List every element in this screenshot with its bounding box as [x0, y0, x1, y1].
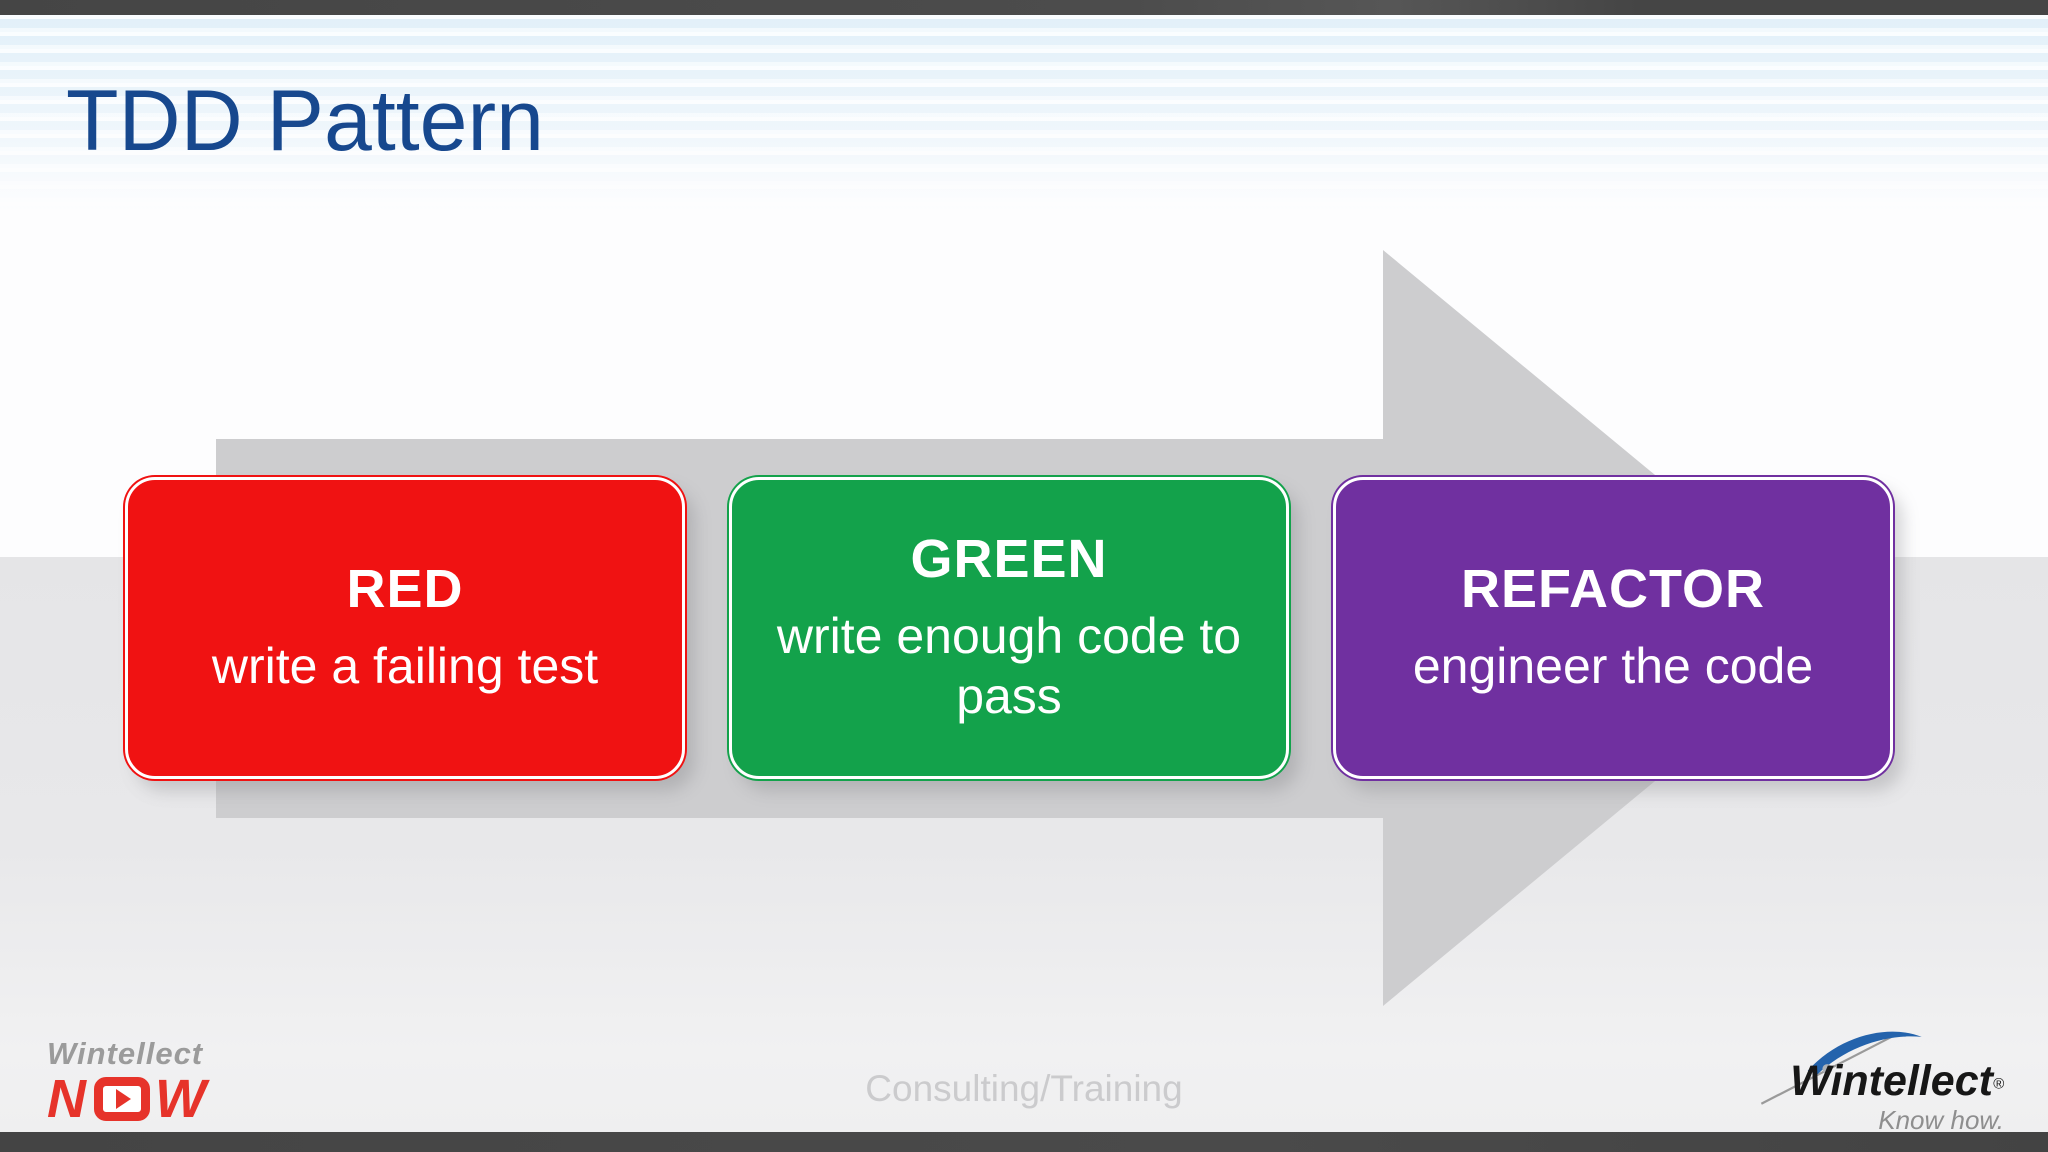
wintellect-logo: Wintellect® Know how.: [1754, 1024, 2004, 1133]
footer-center-label: Consulting/Training: [865, 1068, 1183, 1109]
play-icon: [94, 1077, 150, 1121]
step-box-red: RED write a failing test: [125, 477, 685, 779]
wintellect-now-logo: Wintellect N W: [47, 1038, 209, 1126]
now-brand-text: Wintellect: [47, 1036, 204, 1071]
brand-tagline: Know how.: [1878, 1105, 2004, 1135]
now-wordmark: N W: [47, 1072, 209, 1126]
step-box-refactor: REFACTOR engineer the code: [1333, 477, 1893, 779]
top-bar: [0, 0, 2048, 15]
brand-name: Wintellect: [1790, 1057, 1993, 1105]
step-description: write enough code to pass: [776, 607, 1242, 724]
step-description: write a failing test: [211, 637, 599, 694]
play-triangle-icon: [116, 1089, 131, 1109]
step-label: GREEN: [910, 529, 1108, 590]
registered-mark: ®: [1992, 1075, 2004, 1093]
step-label: REFACTOR: [1460, 559, 1766, 620]
steps-row: RED write a failing test GREEN write eno…: [125, 477, 1893, 779]
corp-text: Wintellect® Know how.: [1790, 1057, 2004, 1135]
step-label: RED: [346, 559, 464, 620]
page-title: TDD Pattern: [66, 73, 544, 169]
header-stripes: [0, 15, 2048, 213]
bottom-bar: [0, 1132, 2048, 1152]
swoosh-icon: [1760, 1031, 1922, 1105]
step-box-green: GREEN write enough code to pass: [729, 477, 1289, 779]
now-letter-w: W: [155, 1069, 209, 1129]
now-letter-n: N: [47, 1069, 89, 1129]
step-description: engineer the code: [1412, 637, 1814, 694]
